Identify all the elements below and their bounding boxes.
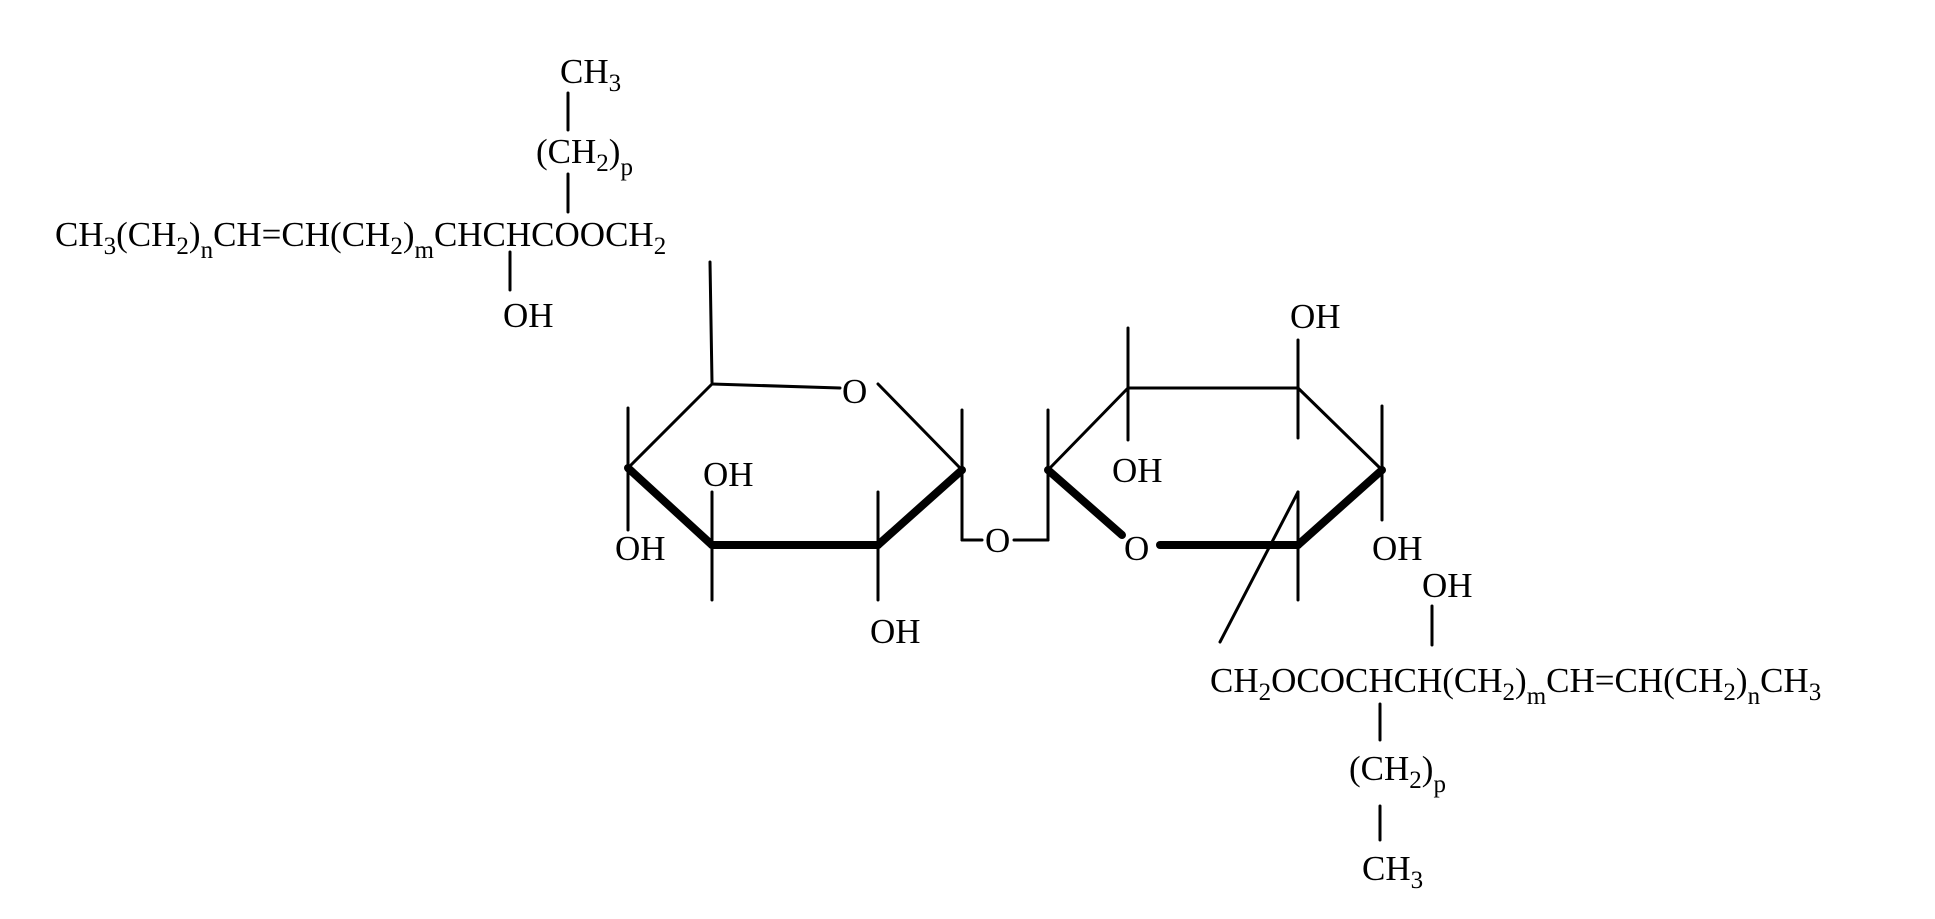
left-ring-bond-c2-c1 (874, 466, 966, 549)
glycosidic-bridge: O (960, 408, 1050, 560)
bottom-oh-label: OH (1422, 566, 1473, 605)
bottom-ch2p-label: (CH2)p (1349, 749, 1446, 798)
left-ring-oh-left-label: OH (615, 529, 666, 568)
bottom-acyl-chain: OH CH2OCOCHCH(CH2)mCH=CH(CH2)nCH3 (CH2)p… (1210, 566, 1821, 894)
top-acyl-chain: CH3 (CH2)p CH3(CH2)nCH=CH(CH2)mCHCHCOOCH… (55, 52, 714, 384)
right-ring-bond-c2-c3 (1046, 386, 1130, 472)
right-ring-oxygen-label: O (1124, 529, 1149, 568)
bottom-main-chain-label: CH2OCOCHCH(CH2)mCH=CH(CH2)nCH3 (1210, 661, 1821, 710)
right-ring-oh-inner-label: OH (1112, 451, 1163, 490)
right-ring-oh-right-label: OH (1372, 529, 1423, 568)
right-ring-bond-c6-c5 (1294, 466, 1386, 549)
left-ring-bond-c4-c3 (624, 464, 716, 549)
left-ring-bond-c5-o (710, 382, 842, 390)
left-ring-oh-upper-label: OH (703, 455, 754, 494)
right-ring-bond-c4-c5 (1296, 386, 1384, 472)
top-main-chain-label: CH3(CH2)nCH=CH(CH2)mCHCHCOOCH2 (55, 215, 666, 264)
top-ester-ring-bond (708, 260, 714, 384)
left-ring-oh-bottom-label: OH (870, 612, 921, 651)
right-ring-oh-top-label: OH (1290, 297, 1341, 336)
left-ring-bond-c5-c4 (626, 382, 714, 470)
right-ring-bond-c2-o (1044, 466, 1126, 539)
left-sugar-ring: O OH OH OH (615, 372, 966, 651)
top-ch3-label: CH3 (560, 52, 621, 97)
top-ch2p-label: (CH2)p (536, 132, 633, 181)
top-oh-label: OH (503, 296, 554, 335)
bridge-oxygen-label: O (985, 521, 1010, 560)
right-sugar-ring: O OH OH OH (1044, 297, 1423, 644)
left-ring-bond-o-c1 (876, 382, 964, 472)
right-ring-ester-bond (1218, 490, 1300, 644)
bottom-ch3-label: CH3 (1362, 849, 1423, 894)
left-ring-oxygen-label: O (842, 372, 867, 411)
